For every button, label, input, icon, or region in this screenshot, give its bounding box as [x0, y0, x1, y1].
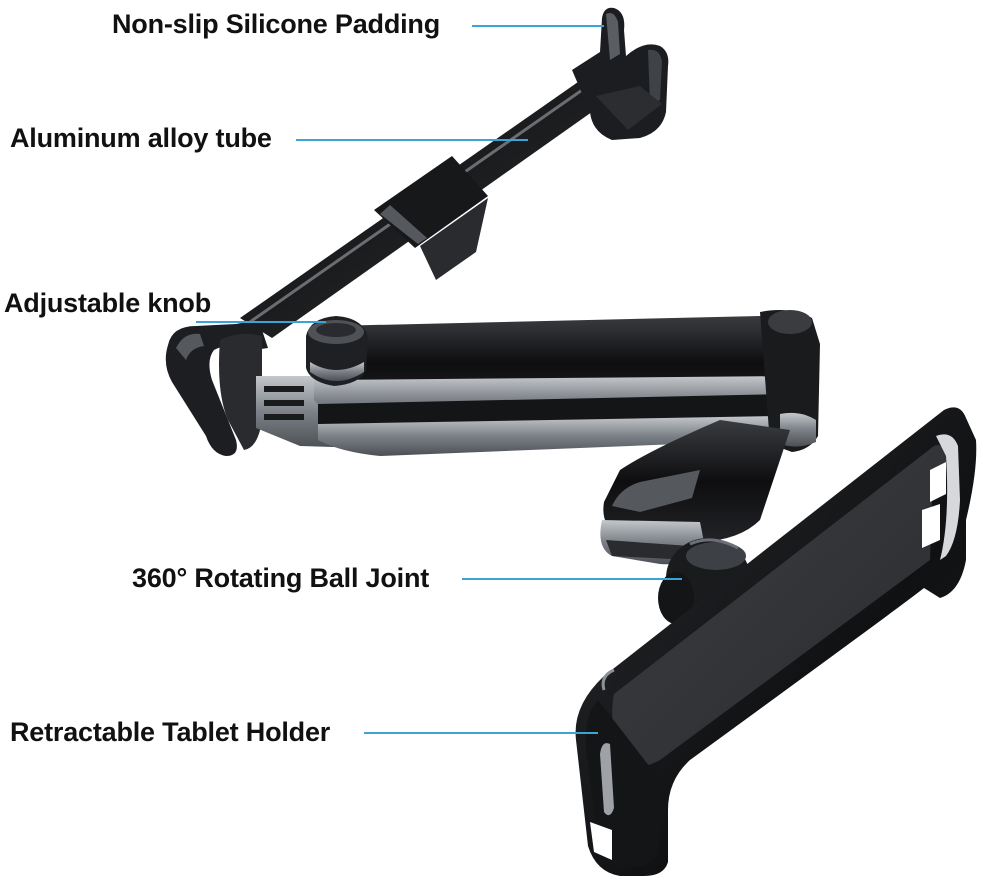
tablet-holder-shape — [575, 407, 977, 876]
leader-lines — [196, 25, 682, 734]
label-non-slip-silicone-padding: Non-slip Silicone Padding — [112, 9, 441, 39]
label-rotating-ball-joint: 360° Rotating Ball Joint — [132, 563, 430, 593]
label-retractable-tablet-holder: Retractable Tablet Holder — [10, 717, 331, 747]
label-adjustable-knob: Adjustable knob — [4, 288, 212, 318]
label-aluminum-alloy-tube: Aluminum alloy tube — [10, 123, 272, 153]
top-hook — [572, 7, 669, 141]
folding-arm — [314, 310, 820, 456]
knob-shape — [306, 316, 368, 386]
left-hook — [165, 322, 268, 456]
aluminum-tube — [240, 82, 606, 338]
